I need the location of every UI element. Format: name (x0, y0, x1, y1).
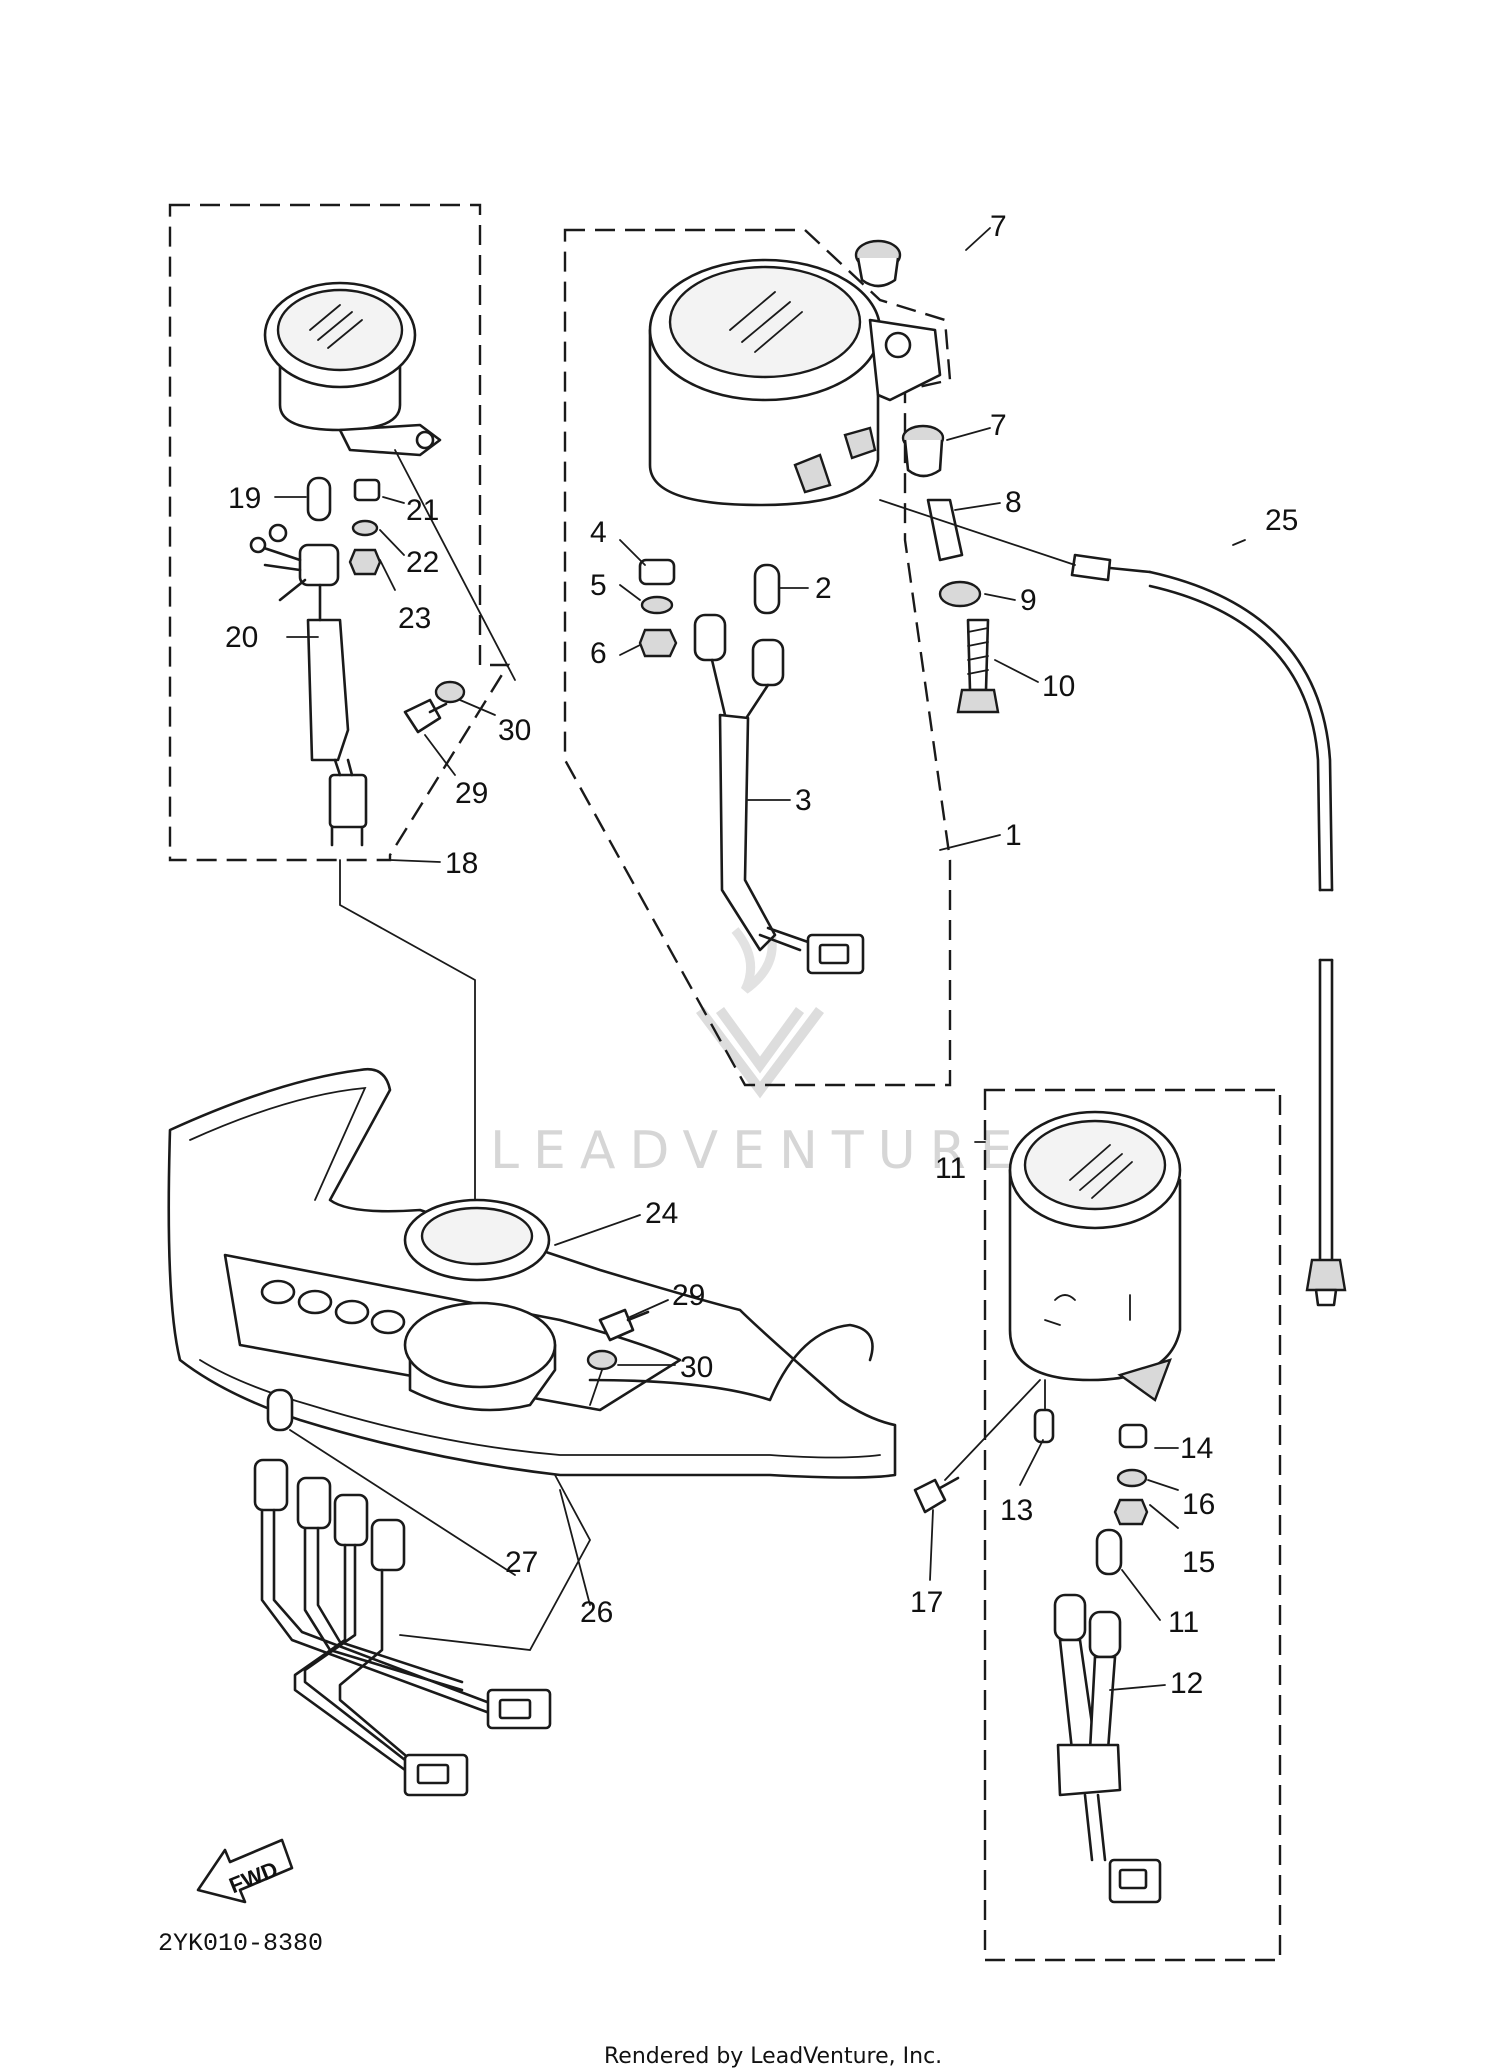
callout-7-lower: 7 (990, 409, 1007, 442)
screw-29-lower (598, 1308, 650, 1342)
callout-8: 8 (1005, 486, 1022, 519)
nut-16 (1113, 1498, 1149, 1526)
nut-24 (348, 548, 382, 576)
knob-7-lower (901, 424, 945, 478)
bolt-10 (956, 618, 1000, 714)
washer-30-lower (586, 1349, 618, 1371)
callout-14: 13 (1000, 1494, 1033, 1527)
nut-6 (638, 628, 678, 658)
bulb-12 (1095, 1528, 1123, 1576)
callout-18: 17 (910, 1586, 943, 1619)
callout-29-upper: 29 (455, 777, 488, 810)
harness-13 (1053, 1593, 1162, 1904)
screw-29-upper (403, 698, 448, 734)
fwd-arrow: FWD (196, 1838, 294, 1904)
grommet-25 (403, 1198, 551, 1282)
leader-lines (274, 227, 1246, 1691)
callout-9: 9 (1020, 584, 1037, 617)
callouts: 7 7 8 9 10 4 5 6 2 3 1 25 19 21 22 23 20… (225, 210, 1298, 1700)
callout-20: 19 (228, 482, 261, 515)
callout-10: 10 (1042, 670, 1075, 703)
bulb-20 (306, 476, 332, 522)
group-box-19 (168, 203, 511, 862)
callout-26: 25 (1265, 504, 1298, 537)
callout-12: 11 (1168, 1606, 1199, 1639)
callout-1: 1 (1005, 819, 1022, 852)
callout-13: 12 (1170, 1667, 1203, 1700)
harness-3 (693, 613, 865, 975)
grommet-14 (1033, 1408, 1055, 1444)
grommet-4 (638, 558, 676, 586)
callout-23: 22 (406, 546, 439, 579)
callout-24: 23 (398, 602, 431, 635)
grommet-22 (353, 478, 381, 502)
washer-23 (351, 519, 379, 537)
callout-25: 24 (645, 1197, 678, 1230)
watermark: LEADVENTURE (490, 927, 1027, 1181)
screw-18 (913, 1476, 960, 1514)
callout-28: 27 (505, 1546, 538, 1579)
grommet-15 (1118, 1423, 1148, 1449)
sleeve-8 (926, 498, 964, 562)
callout-22: 21 (406, 494, 439, 527)
callout-11: 11 (935, 1152, 966, 1185)
diagram-code: 2YK010-8380 (158, 1929, 323, 1958)
callout-17: 16 (1182, 1488, 1215, 1521)
callout-21: 20 (225, 621, 258, 654)
gauge-11 (1008, 1110, 1182, 1402)
callout-30-upper: 30 (498, 714, 531, 747)
washer-9 (938, 580, 982, 608)
callout-6: 6 (590, 637, 607, 670)
console-lamp-harness (253, 1458, 552, 1797)
credit-line: Rendered by LeadVenture, Inc. (604, 2044, 942, 2069)
callout-5: 5 (590, 569, 607, 602)
washer-17 (1116, 1468, 1148, 1488)
speedometer-cable-26 (879, 499, 1347, 1307)
callout-29-lower: 29 (672, 1279, 705, 1312)
callout-27: 26 (580, 1596, 613, 1629)
gauge-19-to-console-line (339, 859, 476, 1226)
knob-7-upper (854, 239, 902, 288)
gauge-assembly-1 (648, 258, 942, 507)
callout-2: 2 (815, 572, 832, 605)
console-bracket-27 (167, 1067, 897, 1479)
callout-16: 15 (1182, 1546, 1215, 1579)
callout-7-upper: 7 (990, 210, 1007, 243)
watermark-text: LEADVENTURE (490, 1121, 1027, 1181)
callout-19: 18 (445, 847, 478, 880)
callout-30-lower: 30 (680, 1351, 713, 1384)
group-box-1 (563, 228, 952, 1087)
group-box-11 (983, 1088, 1282, 1962)
washer-5 (640, 595, 674, 615)
callout-15: 14 (1180, 1432, 1213, 1465)
bulb-28 (266, 1388, 294, 1432)
harness-21 (249, 523, 368, 847)
callout-3: 3 (795, 784, 812, 817)
bulb-2 (753, 563, 781, 615)
gauge-19 (263, 281, 442, 457)
callout-4: 4 (590, 516, 607, 549)
washer-30-upper (434, 680, 466, 704)
